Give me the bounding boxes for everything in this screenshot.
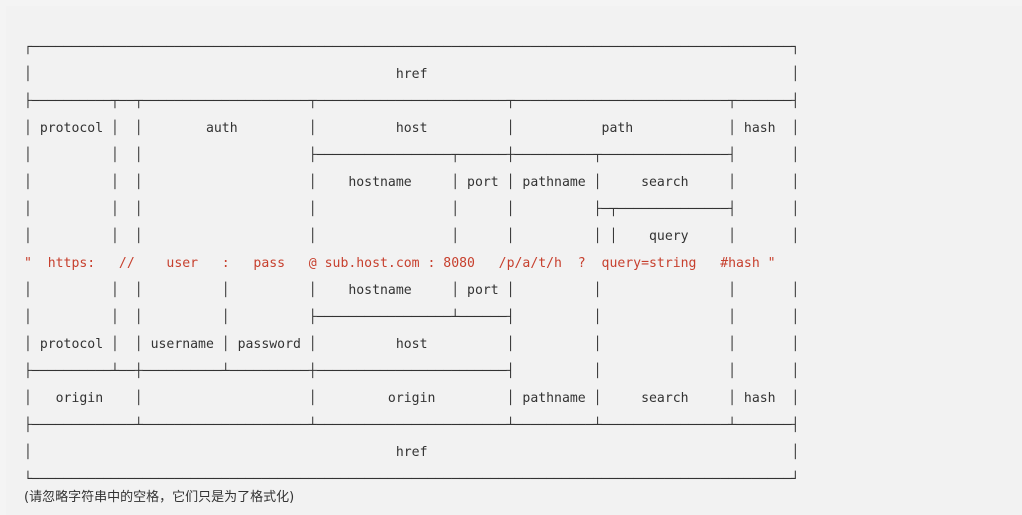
diagram-line: ┌───────────────────────────────────────…	[24, 40, 800, 55]
diagram-line: │ │ │ │ │ │ │ │ query │ │	[24, 229, 800, 244]
url-structure-diagram: ┌───────────────────────────────────────…	[24, 34, 799, 493]
diagram-line: │ protocol │ │ auth │ host │ path │ hash…	[24, 121, 800, 136]
diagram-line: │ protocol │ │ username │ password │ hos…	[24, 337, 800, 352]
diagram-line: │ │ │ │ hostname │ port │ pathname │ sea…	[24, 175, 800, 190]
diagram-line: │ href │	[24, 67, 800, 82]
diagram-line: ├──────────┴──┼──────────┴──────────┼───…	[24, 364, 800, 379]
diagram-line: │ │ │ │ │ │ ├─┬──────────────┤ │	[24, 202, 800, 217]
diagram-line: │ │ │ ├─────────────────┬──────┼────────…	[24, 148, 800, 163]
diagram-line: │ origin │ │ origin │ pathname │ search …	[24, 391, 800, 406]
diagram-line: │ │ │ │ ├─────────────────┴──────┤ │ │ │	[24, 310, 800, 325]
diagram-line: │ │ │ │ │ hostname │ port │ │ │ │	[24, 283, 800, 298]
diagram-line: ├──────────┬──┬─────────────────────┬───…	[24, 94, 800, 109]
diagram-line: │ href │	[24, 445, 800, 460]
example-url-line: " https: // user : pass @ sub.host.com :…	[24, 256, 776, 271]
diagram-line: ├─────────────┴─────────────────────┴───…	[24, 418, 800, 433]
diagram-line: └───────────────────────────────────────…	[24, 472, 800, 487]
content-panel	[6, 6, 1022, 515]
footnote: (请忽略字符串中的空格，它们只是为了格式化)	[24, 490, 295, 505]
